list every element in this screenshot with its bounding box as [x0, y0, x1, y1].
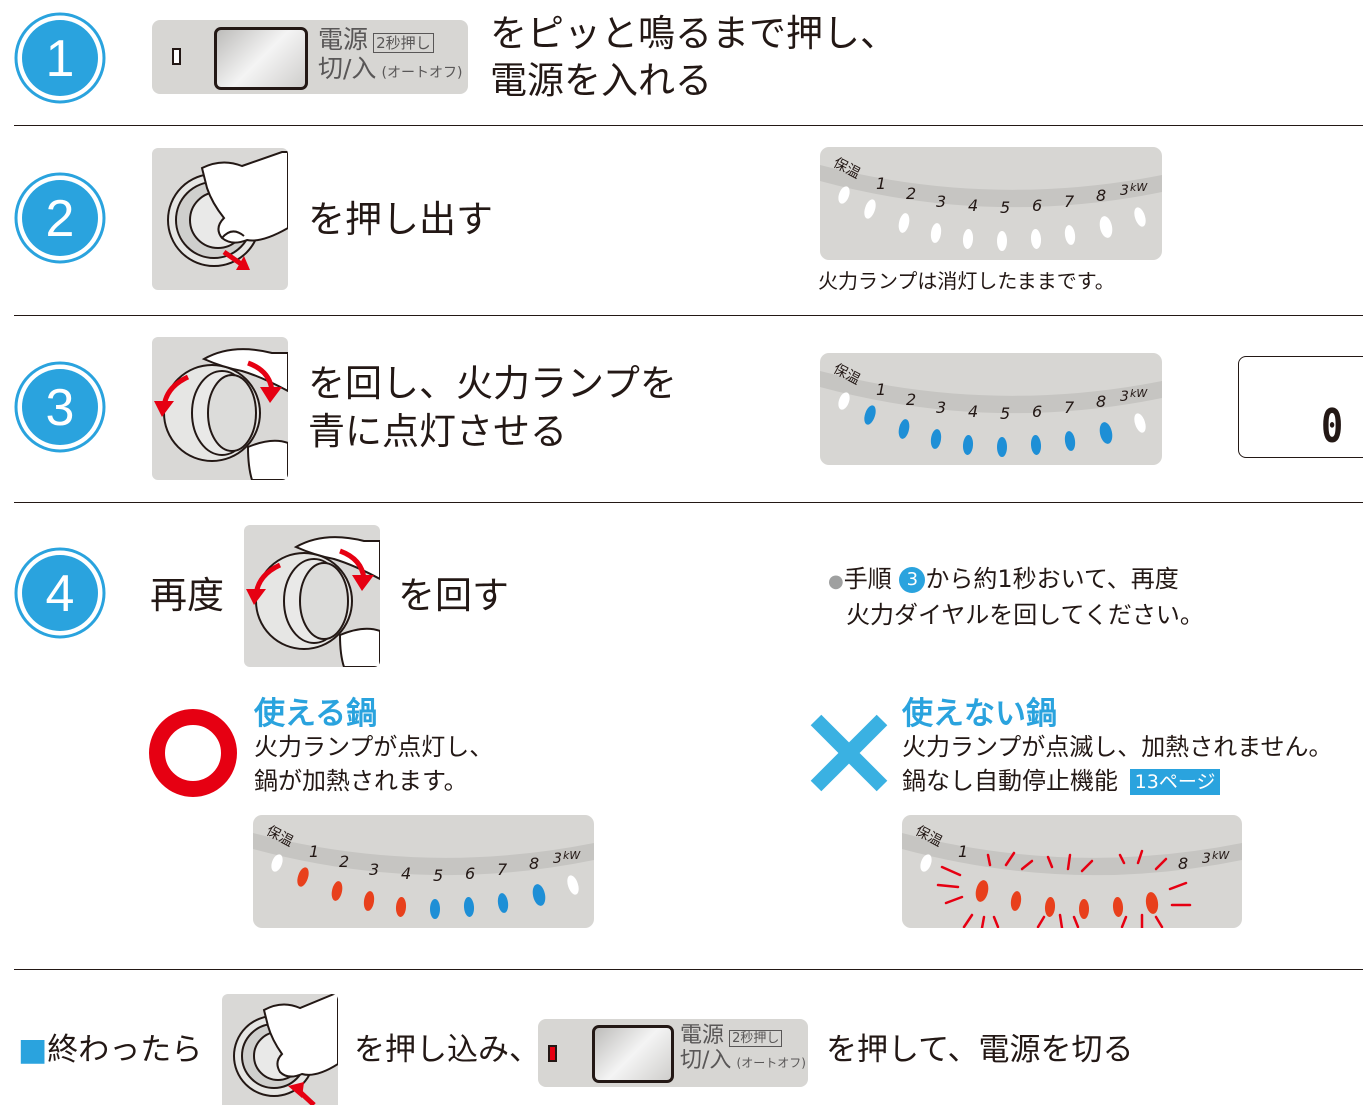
svg-text:8: 8 [1096, 186, 1106, 205]
divider [14, 125, 1363, 126]
svg-text:4: 4 [46, 565, 75, 623]
svg-text:4: 4 [968, 402, 978, 421]
usable-line1: 火力ランプが点灯し、 [254, 733, 494, 761]
page-ref-link[interactable]: 13ページ [1129, 769, 1221, 795]
svg-text:4: 4 [968, 196, 978, 215]
unusable-line2: 鍋なし自動停止機能 13ページ [902, 764, 1221, 798]
svg-text:2: 2 [46, 190, 75, 248]
svg-text:5: 5 [1000, 404, 1010, 423]
svg-text:7: 7 [1064, 398, 1075, 417]
divider [14, 315, 1363, 316]
power-button[interactable] [214, 27, 308, 90]
finish-label: ■終わったら [18, 1032, 203, 1068]
svg-text:1: 1 [958, 842, 968, 861]
power-button-label: 電源 2秒押し 切/入 (オートオフ) [680, 1023, 806, 1074]
dial-rotate-again-photo [244, 525, 380, 667]
step-1-text-line1: をピッと鳴るまで押し、 [490, 12, 897, 55]
usable-title: 使える鍋 [254, 696, 378, 732]
svg-text:5: 5 [1000, 198, 1010, 217]
unusable-line1: 火力ランプが点滅し、加熱されません。 [902, 733, 1333, 761]
power-indicator-on [548, 1045, 557, 1062]
finish-mid-text: を押し込み、 [354, 1032, 540, 1068]
step-2-number-icon: 2 [14, 172, 106, 264]
svg-text:8: 8 [1096, 392, 1106, 411]
svg-text:6: 6 [1032, 402, 1042, 421]
step-3-text-line1: を回し、火力ランプを [308, 362, 677, 405]
svg-text:3: 3 [936, 192, 946, 211]
power-panel-on: 電源 2秒押し 切/入 (オートオフ) [538, 1019, 808, 1087]
finish-end-text: を押して、電源を切る [826, 1032, 1134, 1068]
svg-text:1: 1 [876, 174, 886, 193]
ng-cross-icon [810, 714, 888, 792]
step-4-suffix: を回す [398, 574, 509, 617]
svg-text:3: 3 [936, 398, 946, 417]
step-4-note-line2: 火力ダイヤルを回してください。 [846, 601, 1204, 629]
step-ref-badge: 3 [899, 567, 926, 593]
svg-text:3: 3 [46, 379, 75, 437]
dial-push-in-photo [222, 994, 338, 1105]
step-1-text-line2: 電源を入れる [490, 59, 712, 102]
svg-text:4: 4 [401, 864, 411, 883]
dial-rotate-photo [152, 337, 288, 480]
svg-text:2: 2 [906, 390, 916, 409]
divider [14, 969, 1363, 970]
lamp-off-caption: 火力ランプは消灯したままです。 [818, 269, 1115, 293]
svg-text:6: 6 [1032, 196, 1042, 215]
svg-text:3: 3 [369, 860, 379, 879]
svg-text:1: 1 [309, 842, 319, 861]
power-button-off[interactable] [592, 1025, 674, 1083]
display-window: 0 [1238, 356, 1363, 458]
svg-text:kW: kW [1130, 387, 1148, 400]
dial-push-out-photo [152, 148, 288, 290]
step-2-text: を押し出す [308, 198, 493, 241]
display-value: 0 [1321, 399, 1344, 453]
divider [14, 502, 1363, 503]
svg-text:kW: kW [1130, 181, 1148, 194]
svg-text:2: 2 [339, 852, 349, 871]
svg-text:5: 5 [433, 866, 443, 885]
svg-text:8: 8 [1178, 854, 1188, 873]
power-button-label: 電源 2秒押し 切/入 (オートオフ) [318, 25, 463, 83]
svg-text:2: 2 [906, 184, 916, 203]
power-panel: 電源 2秒押し 切/入 (オートオフ) [152, 20, 468, 94]
svg-text:7: 7 [1064, 192, 1075, 211]
svg-text:8: 8 [529, 854, 539, 873]
svg-text:6: 6 [465, 864, 475, 883]
svg-text:1: 1 [46, 30, 75, 88]
svg-text:7: 7 [497, 860, 508, 879]
usable-line2: 鍋が加熱されます。 [254, 767, 468, 795]
step-1-number-icon: 1 [14, 12, 106, 104]
svg-text:kW: kW [563, 849, 581, 862]
svg-text:3: 3 [553, 851, 562, 867]
unusable-title: 使えない鍋 [902, 696, 1057, 732]
svg-text:3: 3 [1120, 389, 1129, 405]
ok-circle-icon [149, 709, 237, 797]
step-3-text-line2: 青に点灯させる [308, 410, 567, 453]
power-indicator-off [172, 48, 181, 65]
step-4-prefix: 再度 [150, 574, 224, 617]
svg-text:1: 1 [876, 380, 886, 399]
svg-text:kW: kW [1212, 849, 1230, 862]
step-4-number-icon: 4 [14, 547, 106, 639]
svg-text:3: 3 [1202, 851, 1211, 867]
svg-text:3: 3 [1120, 183, 1129, 199]
step-3-number-icon: 3 [14, 361, 106, 453]
